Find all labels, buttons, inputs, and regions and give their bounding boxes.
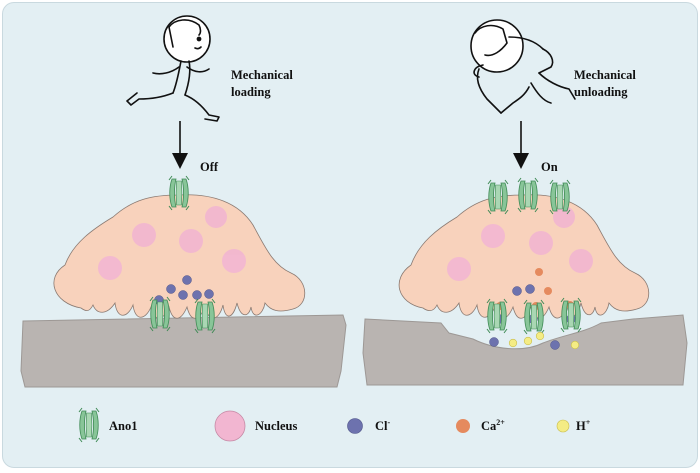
left-stimulus-label-line2: loading <box>231 85 271 99</box>
legend-cl-label: Cl- <box>375 418 391 433</box>
legend-h-label: H+ <box>576 418 591 433</box>
legend: Ano1 Nucleus Cl- Ca2+ H+ <box>78 407 591 443</box>
ca-legend-icon <box>456 419 470 433</box>
right-stimulus-label-line2: unloading <box>574 85 628 99</box>
osteoclast-cell <box>398 194 650 319</box>
nucleus-group <box>98 206 246 280</box>
nucleus-legend-icon <box>214 410 246 442</box>
h-ion-group <box>508 331 580 350</box>
legend-ca-label: Ca2+ <box>481 418 505 433</box>
cl-legend-icon <box>347 418 363 434</box>
bone-matrix <box>20 314 347 388</box>
ano1-channel-icon <box>194 298 216 334</box>
running-person-icon <box>126 15 220 122</box>
diagram-canvas: Mechanical loading Off <box>20 15 688 443</box>
osteoclast-cell <box>53 194 306 319</box>
ano1-channel-icon <box>168 175 190 211</box>
ano1-channel-icon <box>487 179 509 215</box>
legend-ano1-label: Ano1 <box>109 419 137 433</box>
ano1-channel-icon <box>560 297 582 333</box>
figure-panel: Mechanical loading Off <box>2 2 698 468</box>
floating-person-icon <box>470 19 576 114</box>
ano1-legend-icon <box>78 407 100 443</box>
left-panel: Mechanical loading Off <box>20 15 347 388</box>
nucleus-group <box>447 206 593 281</box>
ano1-channel-icon <box>517 177 539 213</box>
legend-nucleus-label: Nucleus <box>255 419 298 433</box>
bone-matrix <box>362 314 688 386</box>
ano1-channel-icon <box>523 299 545 335</box>
ano1-channel-icon <box>486 298 508 334</box>
ano1-channel-icon <box>549 179 571 215</box>
right-state-label: On <box>541 160 558 174</box>
right-panel: Mechanical unloading On <box>362 19 688 386</box>
right-stimulus-label-line1: Mechanical <box>574 68 636 82</box>
ano1-channel-icon <box>149 296 171 332</box>
left-stimulus-label-line1: Mechanical <box>231 68 293 82</box>
h-legend-icon <box>556 419 570 433</box>
left-state-label: Off <box>200 160 219 174</box>
